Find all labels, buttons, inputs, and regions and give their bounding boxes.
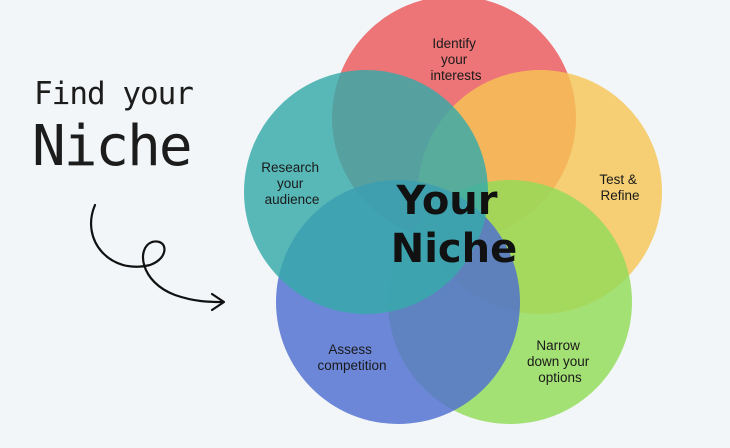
label-line: audience [265,192,320,207]
label-line: your [441,52,468,67]
label-line: Assess [328,342,372,357]
label-identify-interests: Identify your interests [430,36,481,83]
label-narrow-options: Narrow down your options [527,338,593,385]
center-label: Your Niche [391,178,518,272]
label-line: Refine [600,188,639,203]
label-line: interests [430,68,481,83]
label-line: Narrow [536,338,580,353]
circle-research-audience [244,70,488,314]
label-test-refine: Test & Refine [599,172,640,203]
label-line: Identify [432,36,476,51]
center-line-niche: Niche [391,226,518,272]
heading-find-your: Find your [34,76,194,112]
heading-niche: Niche [32,114,193,179]
label-line: options [538,370,582,385]
label-line: down your [527,354,590,369]
label-line: competition [317,358,386,373]
label-research-audience: Research your audience [261,160,323,207]
label-line: your [277,176,304,191]
label-line: Test & [599,172,637,187]
label-assess-competition: Assess competition [317,342,386,373]
center-line-your: Your [396,178,498,224]
curly-arrow-icon [89,203,226,312]
label-line: Research [261,160,319,175]
